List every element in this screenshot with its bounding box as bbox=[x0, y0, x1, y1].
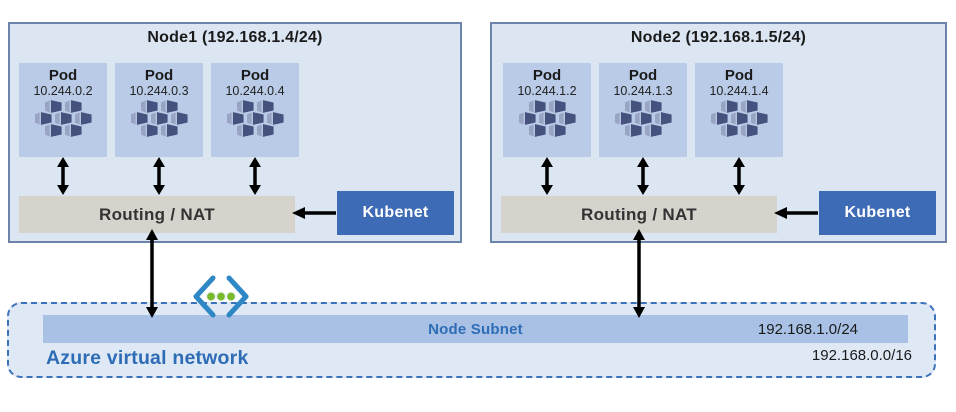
pod-label: Pod bbox=[144, 67, 174, 84]
pod-label: Pod bbox=[628, 67, 658, 84]
pod-ip: 10.244.0.2 bbox=[33, 84, 93, 98]
node1-pod3-box: Pod 10.244.0.4 bbox=[211, 63, 299, 157]
node1-title: Node1 (192.168.1.4/24) bbox=[147, 29, 323, 46]
pod-label: Pod bbox=[240, 67, 270, 84]
double-arrow-icon bbox=[55, 157, 71, 195]
pod-containers-icon bbox=[211, 100, 299, 137]
pod-label: Pod bbox=[48, 67, 78, 84]
pod-label: Pod bbox=[532, 67, 562, 84]
pod-ip: 10.244.0.4 bbox=[225, 84, 285, 98]
pod-ip: 10.244.1.4 bbox=[709, 84, 769, 98]
node-subnet-bar: Node Subnet 192.168.1.0/24 bbox=[43, 315, 908, 343]
vnet-label: Azure virtual network bbox=[46, 347, 249, 369]
node1-routing-nat-bar: Routing / NAT bbox=[19, 196, 295, 233]
node1-box: Node1 (192.168.1.4/24) Pod 10.244.0.2 Po… bbox=[8, 22, 462, 243]
node2-pod2-box: Pod 10.244.1.3 bbox=[599, 63, 687, 157]
node-subnet-label: Node Subnet bbox=[428, 320, 523, 338]
left-arrow-icon bbox=[774, 205, 819, 221]
node2-kubenet-box: Kubenet bbox=[819, 191, 936, 235]
pod-ip: 10.244.0.3 bbox=[129, 84, 189, 98]
node-subnet-cidr: 192.168.1.0/24 bbox=[757, 320, 858, 338]
virtual-network-icon bbox=[193, 275, 249, 318]
node1-pod2-box: Pod 10.244.0.3 bbox=[115, 63, 203, 157]
double-arrow-icon bbox=[631, 229, 647, 318]
pod-ip: 10.244.1.3 bbox=[613, 84, 673, 98]
node2-pod1-box: Pod 10.244.1.2 bbox=[503, 63, 591, 157]
vnet-cidr: 192.168.0.0/16 bbox=[811, 347, 912, 364]
node2-box: Node2 (192.168.1.5/24) Pod 10.244.1.2 Po… bbox=[490, 22, 947, 243]
node1-kubenet-box: Kubenet bbox=[337, 191, 454, 235]
pod-containers-icon bbox=[115, 100, 203, 137]
double-arrow-icon bbox=[635, 157, 651, 195]
node1-pod1-box: Pod 10.244.0.2 bbox=[19, 63, 107, 157]
pod-containers-icon bbox=[19, 100, 107, 137]
pod-label: Pod bbox=[724, 67, 754, 84]
pod-containers-icon bbox=[503, 100, 591, 137]
pod-containers-icon bbox=[695, 100, 783, 137]
double-arrow-icon bbox=[144, 229, 160, 318]
double-arrow-icon bbox=[731, 157, 747, 195]
pod-ip: 10.244.1.2 bbox=[517, 84, 577, 98]
node2-title: Node2 (192.168.1.5/24) bbox=[630, 29, 807, 46]
double-arrow-icon bbox=[539, 157, 555, 195]
left-arrow-icon bbox=[292, 205, 337, 221]
node2-routing-nat-bar: Routing / NAT bbox=[501, 196, 777, 233]
double-arrow-icon bbox=[247, 157, 263, 195]
double-arrow-icon bbox=[151, 157, 167, 195]
node2-pod3-box: Pod 10.244.1.4 bbox=[695, 63, 783, 157]
pod-containers-icon bbox=[599, 100, 687, 137]
